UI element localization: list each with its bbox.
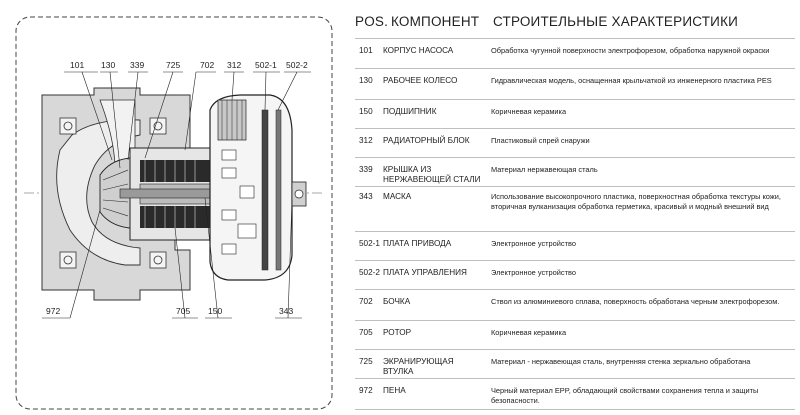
row-component: ПОДШИПНИК bbox=[383, 107, 437, 116]
table-row: 312 РАДИАТОРНЫЙ БЛОК Пластиковый спрей сна… bbox=[355, 129, 795, 158]
label-312: 312 bbox=[227, 60, 241, 70]
row-description: Электронное устройство bbox=[491, 268, 576, 277]
row-component: КРЫШКА ИЗ НЕРЖАВЕЮЩЕЙ СТАЛИ bbox=[383, 165, 481, 184]
impeller bbox=[99, 157, 131, 229]
table-row: 150 ПОДШИПНИК Коричневая керамика bbox=[355, 100, 795, 129]
row-description: Коричневая керамика bbox=[491, 107, 567, 116]
row-description: Материал нержавеющая сталь bbox=[491, 165, 598, 174]
table-row: 725 ЭКРАНИРУЮЩАЯ ВТУЛКА Материал - нержаве… bbox=[355, 350, 795, 379]
row-component: ПЛАТА ПРИВОДА bbox=[383, 239, 452, 248]
row-component: РОТОР bbox=[383, 328, 412, 337]
row-pos: 972 bbox=[359, 386, 373, 395]
row-description: Использование высокопрочного пластика, п… bbox=[491, 192, 781, 211]
row-description: Электронное устройство bbox=[491, 239, 576, 248]
label-502-1: 502-1 bbox=[255, 60, 277, 70]
table-row: 339 КРЫШКА ИЗ НЕРЖАВЕЮЩЕЙ СТАЛИ Материал н… bbox=[355, 158, 795, 187]
row-pos: 705 bbox=[359, 328, 373, 337]
row-component: БОЧКА bbox=[383, 297, 411, 306]
electronics-housing bbox=[209, 94, 307, 281]
row-pos: 339 bbox=[359, 165, 373, 174]
header-characteristics: СТРОИТЕЛЬНЫЕ ХАРАКТЕРИСТИКИ bbox=[493, 14, 739, 29]
label-130: 130 bbox=[101, 60, 115, 70]
row-pos: 101 bbox=[359, 46, 373, 55]
header-component: КОМПОНЕНТ bbox=[391, 14, 480, 29]
diagram-frame bbox=[15, 16, 333, 410]
table-body: 101 КОРПУС НАСОСА Обработка чугунной повер… bbox=[355, 38, 795, 410]
leader-lines bbox=[42, 71, 311, 319]
label-502-2: 502-2 bbox=[286, 60, 308, 70]
table-row: 702 БОЧКА Ствол из алюминиевого сплава, по… bbox=[355, 290, 795, 321]
row-component: ПЕНА bbox=[383, 386, 406, 395]
row-pos: 502-1 bbox=[359, 239, 380, 248]
row-component: КОРПУС НАСОСА bbox=[383, 46, 454, 55]
row-description: Обработка чугунной поверхности электрофо… bbox=[491, 46, 770, 55]
row-pos: 725 bbox=[359, 357, 373, 366]
row-description: Гидравлическая модель, оснащенная крыльч… bbox=[491, 76, 772, 85]
header-pos: POS. bbox=[355, 14, 389, 29]
table-header: POS. КОМПОНЕНТ СТРОИТЕЛЬНЫЕ ХАРАКТЕРИСТИ… bbox=[355, 8, 795, 38]
label-725: 725 bbox=[166, 60, 180, 70]
row-pos: 502-2 bbox=[359, 268, 380, 277]
row-component: ПЛАТА УПРАВЛЕНИЯ bbox=[383, 268, 467, 277]
label-339: 339 bbox=[130, 60, 144, 70]
row-component: РАДИАТОРНЫЙ БЛОК bbox=[383, 136, 470, 145]
label-101: 101 bbox=[70, 60, 84, 70]
row-description: Материал - нержавеющая сталь, внутренняя… bbox=[491, 357, 751, 366]
table-row: 130 РАБОЧЕЕ КОЛЕСО Гидравлическая модель, … bbox=[355, 69, 795, 100]
row-pos: 312 bbox=[359, 136, 373, 145]
label-702: 702 bbox=[200, 60, 214, 70]
row-component: МАСКА bbox=[383, 192, 412, 201]
table-row: 705 РОТОР Коричневая керамика bbox=[355, 321, 795, 350]
table-row: 972 ПЕНА Черный материал EPP, обладающий с… bbox=[355, 379, 795, 410]
pump-cross-section-diagram: 101 130 339 725 702 312 502-1 502-2 972 … bbox=[15, 16, 333, 410]
label-150: 150 bbox=[208, 306, 222, 316]
row-component: РАБОЧЕЕ КОЛЕСО bbox=[383, 76, 458, 85]
row-description: Черный материал EPP, обладающий свойства… bbox=[491, 386, 759, 405]
row-pos: 343 bbox=[359, 192, 373, 201]
row-pos: 130 bbox=[359, 76, 373, 85]
row-description: Ствол из алюминиевого сплава, поверхност… bbox=[491, 297, 780, 306]
label-972: 972 bbox=[46, 306, 60, 316]
table-row: 101 КОРПУС НАСОСА Обработка чугунной повер… bbox=[355, 38, 795, 69]
row-pos: 702 bbox=[359, 297, 373, 306]
row-pos: 150 bbox=[359, 107, 373, 116]
row-description: Пластиковый спрей снаружи bbox=[491, 136, 590, 145]
component-table: POS. КОМПОНЕНТ СТРОИТЕЛЬНЫЕ ХАРАКТЕРИСТИ… bbox=[355, 8, 795, 410]
label-343: 343 bbox=[279, 306, 293, 316]
row-component: ЭКРАНИРУЮЩАЯ ВТУЛКА bbox=[383, 357, 454, 376]
motor-body bbox=[119, 147, 226, 241]
table-row: 343 МАСКА Использование высокопрочного пла… bbox=[355, 187, 795, 232]
label-705: 705 bbox=[176, 306, 190, 316]
row-description: Коричневая керамика bbox=[491, 328, 567, 337]
